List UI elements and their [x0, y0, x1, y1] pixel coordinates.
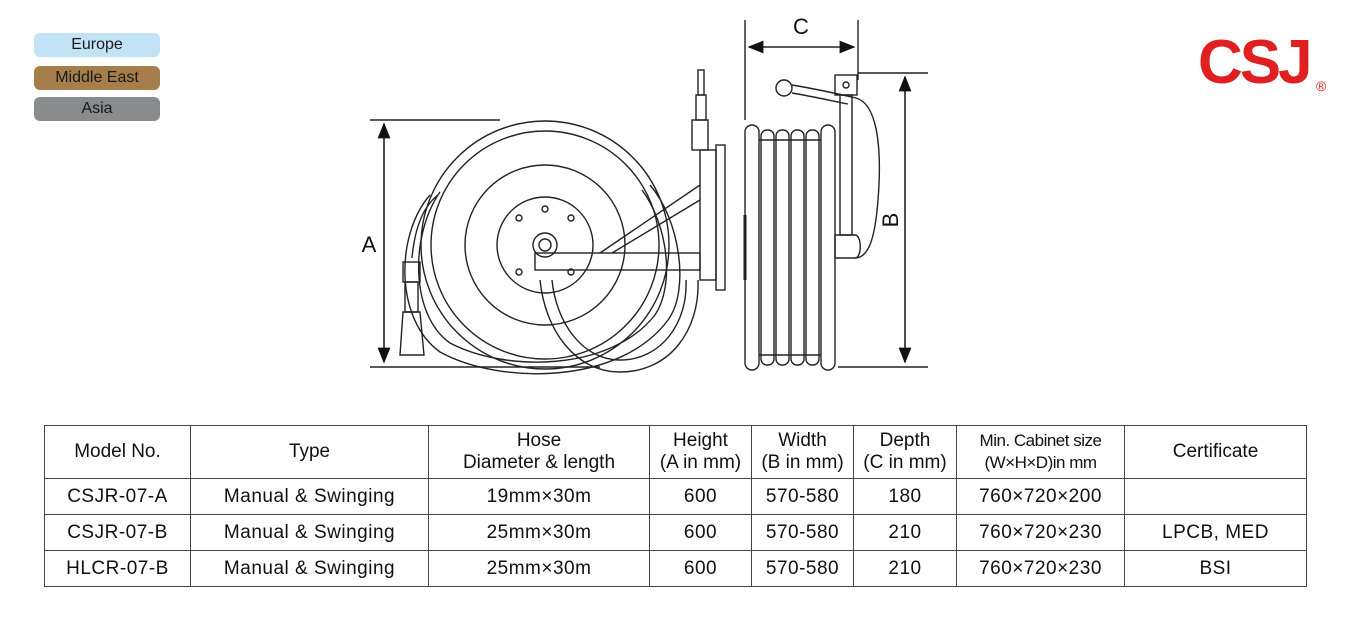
- cell-certificate: BSI: [1124, 550, 1307, 587]
- cell-hose: 25mm×30m: [428, 550, 650, 587]
- header-height: Height(A in mm): [649, 425, 752, 479]
- header-width: Width(B in mm): [751, 425, 854, 479]
- cell-cabinet-size: 760×720×200: [956, 478, 1125, 515]
- cell-cabinet-size: 760×720×230: [956, 550, 1125, 587]
- cell-width: 570-580: [751, 514, 854, 551]
- header-min-cabinet-size: Min. Cabinet size(W×H×D)in mm: [956, 425, 1125, 479]
- cell-height: 600: [649, 514, 752, 551]
- header-model-no: Model No.: [44, 425, 191, 479]
- table-row: HLCR-07-B Manual & Swinging 25mm×30m 600…: [44, 550, 1307, 587]
- cell-depth: 210: [853, 514, 957, 551]
- cell-height: 600: [649, 550, 752, 587]
- cell-model: HLCR-07-B: [44, 550, 191, 587]
- cell-height: 600: [649, 478, 752, 515]
- cell-model: CSJR-07-B: [44, 514, 191, 551]
- cell-certificate: [1124, 478, 1307, 515]
- table-row: CSJR-07-A Manual & Swinging 19mm×30m 600…: [44, 478, 1307, 515]
- header-depth: Depth(C in mm): [853, 425, 957, 479]
- table-row: CSJR-07-B Manual & Swinging 25mm×30m 600…: [44, 514, 1307, 551]
- cell-hose: 25mm×30m: [428, 514, 650, 551]
- cell-hose: 19mm×30m: [428, 478, 650, 515]
- region-badge-middle-east[interactable]: Middle East: [34, 66, 160, 90]
- hose-reel-diagram: A C B: [362, 14, 928, 375]
- csj-logo: CSJ ®: [1198, 28, 1333, 98]
- cell-certificate: LPCB, MED: [1124, 514, 1307, 551]
- dimension-c-label: C: [793, 14, 809, 39]
- cell-width: 570-580: [751, 478, 854, 515]
- cell-type: Manual & Swinging: [190, 550, 429, 587]
- registered-mark: ®: [1316, 78, 1327, 94]
- header-certificate: Certificate: [1124, 425, 1307, 479]
- region-badge-europe[interactable]: Europe: [34, 33, 160, 57]
- cell-type: Manual & Swinging: [190, 478, 429, 515]
- region-badge-asia[interactable]: Asia: [34, 97, 160, 121]
- cell-type: Manual & Swinging: [190, 514, 429, 551]
- cell-model: CSJR-07-A: [44, 478, 191, 515]
- dimension-b-label: B: [878, 213, 903, 228]
- cell-depth: 180: [853, 478, 957, 515]
- cell-cabinet-size: 760×720×230: [956, 514, 1125, 551]
- logo-text: CSJ: [1198, 28, 1313, 97]
- dimension-a-label: A: [362, 232, 377, 257]
- cell-depth: 210: [853, 550, 957, 587]
- header-type: Type: [190, 425, 429, 479]
- cell-width: 570-580: [751, 550, 854, 587]
